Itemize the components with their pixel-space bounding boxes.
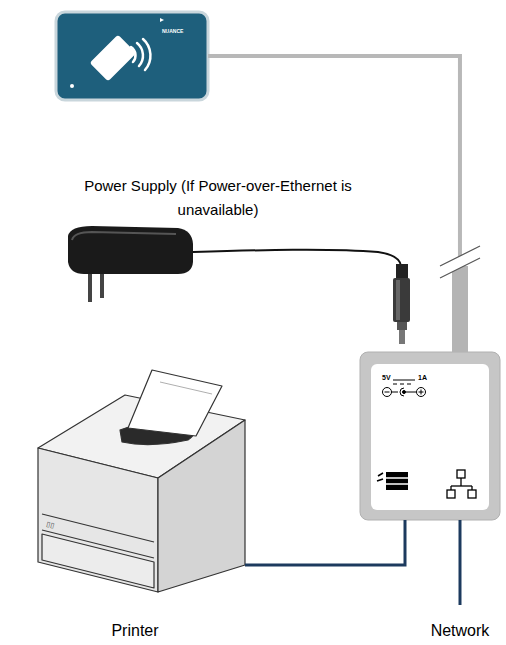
break-mark [440, 258, 480, 278]
brand-logo: NUANCE [162, 29, 183, 34]
break-gap [440, 246, 480, 278]
logo-mark [160, 18, 164, 22]
svg-text:▯▯: ▯▯ [46, 520, 55, 529]
printer-port-icon [377, 472, 408, 490]
network-port-icon [447, 470, 476, 498]
interface-box [360, 352, 500, 520]
break-mark [440, 246, 480, 266]
card-icon [90, 35, 151, 82]
power-supply-note: Power Supply (If Power-over-Ethernet is … [53, 174, 383, 222]
dc-symbol [383, 380, 426, 397]
voltage-rating: 5V [382, 374, 391, 381]
indicator-dot [70, 84, 74, 88]
network-label: Network [420, 618, 500, 644]
network-cable [459, 520, 462, 605]
interface-box: 5V 1A [360, 352, 500, 520]
power-adapter [68, 226, 410, 344]
card-reader [56, 12, 208, 100]
card-reader: NUANCE [56, 12, 208, 100]
box-face [371, 364, 489, 510]
current-rating: 1A [418, 374, 427, 381]
printer: ▯▯ [38, 370, 245, 592]
printer-label: Printer [75, 618, 195, 644]
cable-sheath [452, 266, 468, 352]
printer-cable [245, 520, 405, 565]
